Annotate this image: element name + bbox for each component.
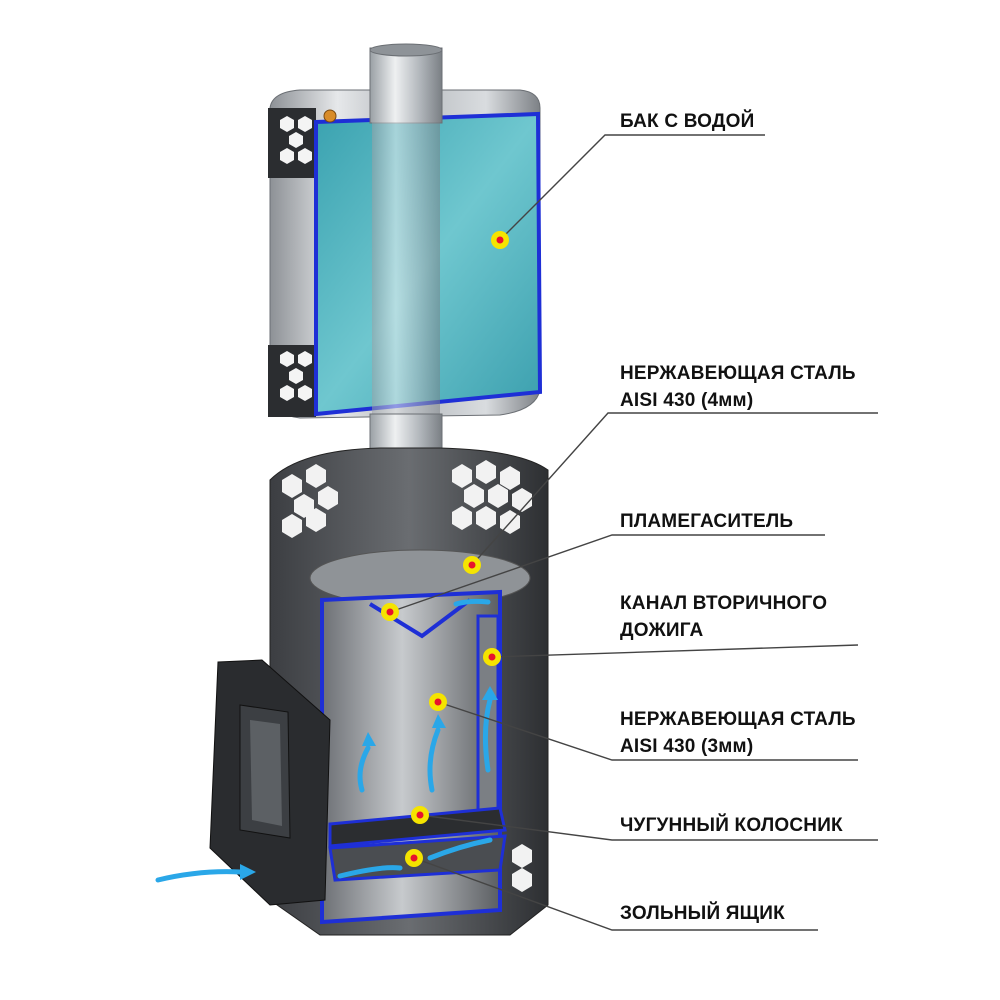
callout-markers — [381, 231, 509, 867]
label-steel-4mm: НЕРЖАВЕЮЩАЯ СТАЛЬ AISI 430 (4мм) — [620, 363, 856, 411]
label-grate: ЧУГУННЫЙ КОЛОСНИК — [620, 815, 843, 836]
marker-flame-arrester — [381, 603, 399, 621]
label-afterburn-channel: КАНАЛ ВТОРИЧНОГО ДОЖИГА — [620, 593, 828, 641]
marker-water-tank — [491, 231, 509, 249]
leader-lines — [389, 134, 878, 931]
airflow-arrows — [155, 598, 493, 883]
marker-steel-4mm — [463, 556, 481, 574]
airflow-arrowheads — [240, 686, 498, 880]
marker-afterburn-channel — [483, 648, 501, 666]
label-flame-arrester: ПЛАМЕГАСИТЕЛЬ — [620, 511, 794, 532]
label-steel-3mm: НЕРЖАВЕЮЩАЯ СТАЛЬ AISI 430 (3мм) — [620, 709, 856, 757]
marker-steel-3mm — [429, 693, 447, 711]
label-water-tank: БАК С ВОДОЙ — [620, 111, 755, 132]
label-ash-box: ЗОЛЬНЫЙ ЯЩИК — [620, 903, 785, 924]
tank-valve — [323, 109, 337, 123]
stove-door — [209, 659, 331, 906]
marker-grate — [411, 806, 429, 824]
marker-ash-box — [405, 849, 423, 867]
grate-plate — [328, 806, 507, 848]
